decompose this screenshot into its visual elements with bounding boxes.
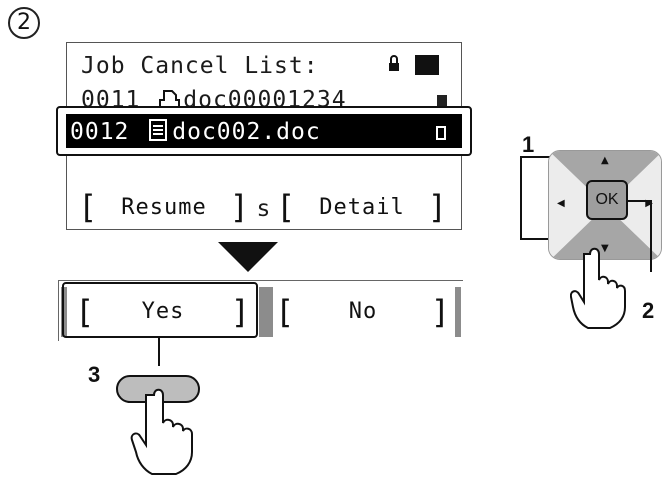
processing-job-icon [146,117,170,153]
bracket-right: ] [230,293,251,331]
job-id: 0012 [70,119,130,145]
print-job-icon [157,88,181,116]
up-key[interactable] [549,151,662,206]
job-name: doc002.doc [172,119,321,145]
callout-3-label: 3 [88,362,101,387]
keyboard-icon [415,55,439,75]
selected-job-row-frame[interactable]: 0012 doc002.doc [56,106,472,156]
status-icon [437,95,447,109]
right-key[interactable] [606,151,662,260]
softkey-gap [61,287,67,337]
bracket-left: [ [75,293,96,331]
screen-title-text: Job Cancel List: [81,53,319,79]
status-icon [436,126,446,140]
callout-line [158,338,160,366]
yes-highlight-frame [62,282,258,338]
lock-icon [385,53,407,79]
pressing-hand-icon [130,385,200,484]
step-number-badge: 2 [8,7,40,39]
left-arrow-icon: ◀ [557,198,565,209]
left-key[interactable] [549,151,606,260]
callout-line [626,200,652,272]
bracket-right: ] [430,293,451,331]
pressing-hand-icon [569,246,634,340]
down-arrow-icon: ▼ [601,243,609,254]
transition-arrow-icon [218,242,278,272]
ok-label: OK [595,191,619,208]
confirm-softkey-bar: [ Yes ] [ No ] [58,280,463,341]
callout-2-label: 2 [642,298,655,323]
softkey-gap [259,287,273,337]
ok-key[interactable]: OK [586,180,628,220]
screen-title: Job Cancel List: [81,53,319,79]
up-arrow-icon: ▲ [601,155,609,166]
bracket-left: [ [275,293,296,331]
yes-softkey[interactable]: [ Yes ] [73,287,253,337]
callout-1-label: 1 [522,132,535,157]
down-key[interactable] [549,206,662,260]
yes-label: Yes [141,299,185,324]
right-arrow-icon: ▶ [645,198,653,209]
no-label: No [348,299,378,324]
selected-job-row[interactable]: 0012 doc002.doc [66,114,462,148]
no-softkey[interactable]: [ No ] [273,287,453,337]
callout-bracket [520,156,564,240]
softkey-gap [455,287,461,337]
